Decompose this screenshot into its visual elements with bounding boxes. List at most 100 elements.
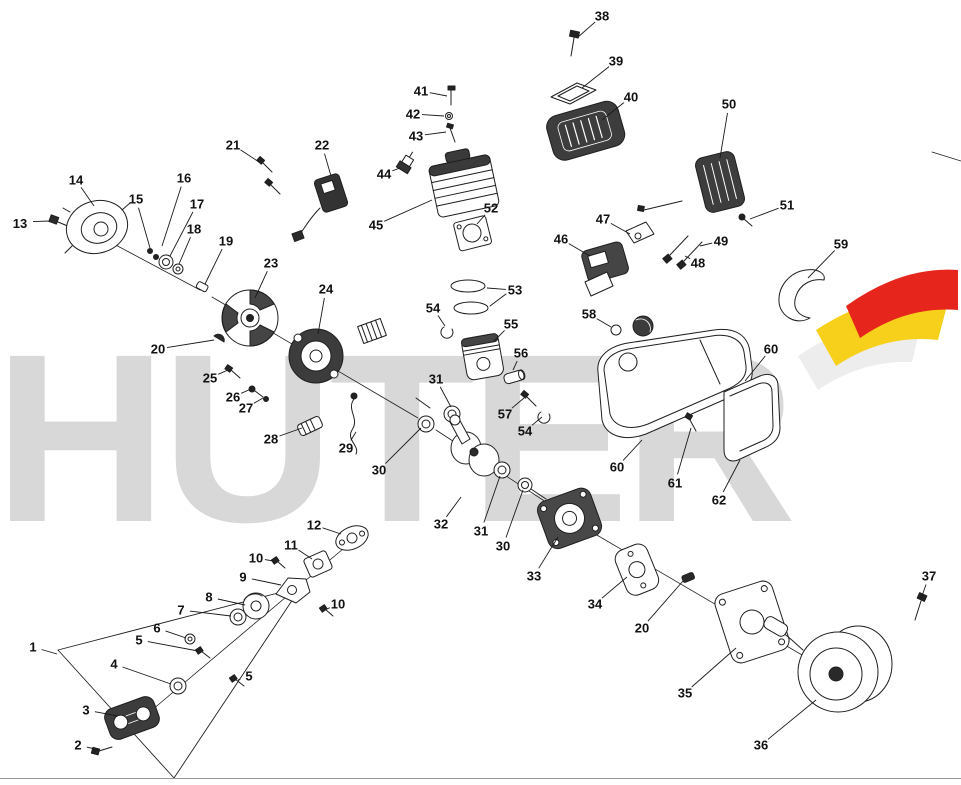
leader-line-60 (622, 439, 643, 461)
plate-35-art (714, 580, 790, 664)
leader-line-31 (439, 386, 452, 408)
flag-ribbon-red (846, 269, 958, 338)
leader-line-25 (218, 369, 229, 375)
finned-pad-art (357, 317, 387, 345)
muffler-cover-40-art (546, 100, 626, 161)
key-20b-art (681, 572, 695, 583)
leader-line-40 (601, 102, 625, 121)
stator-24-art (288, 328, 344, 384)
leader-line-58 (596, 318, 612, 328)
fuel-tank-60-art (597, 328, 753, 438)
leader-line-42 (421, 114, 445, 117)
hardware-41-43-art (445, 85, 456, 143)
part-label-20: 20 (151, 342, 165, 357)
cylinder-45-art (428, 148, 500, 218)
part-label-38: 38 (595, 9, 609, 24)
leader-line-2 (86, 746, 96, 750)
leader-line-3 (94, 711, 119, 717)
leader-line-11 (298, 549, 313, 560)
leader-line-43 (424, 131, 447, 136)
part-label-60: 60 (764, 342, 778, 357)
screws-21-art (256, 156, 281, 195)
leader-line-23 (254, 271, 268, 299)
leader-line-9 (251, 578, 282, 586)
cover-62-art (723, 373, 781, 462)
hardware-5-12-art (184, 525, 369, 687)
part-label-7: 7 (177, 603, 184, 618)
part-label-42: 42 (406, 107, 420, 122)
leader-line-49 (699, 242, 713, 247)
part-label-17: 17 (190, 197, 204, 212)
leader-line-8 (217, 598, 246, 606)
part-label-44: 44 (377, 167, 392, 182)
bolt-51-art (738, 213, 753, 227)
brand-flag-logo (798, 269, 958, 390)
leader-line-19 (204, 248, 223, 285)
leader-line-62 (722, 459, 741, 493)
leader-line-45 (384, 199, 433, 222)
leader-line-6 (165, 630, 187, 639)
piston-rings-53-art (450, 279, 507, 315)
bolt-37-art (914, 592, 928, 621)
bottom-border (0, 778, 961, 779)
part-label-40: 40 (624, 90, 638, 105)
leader-line-4 (122, 666, 172, 685)
leader-line-52 (476, 214, 486, 225)
part-label-49: 49 (714, 234, 728, 249)
part-label-54: 54 (426, 301, 441, 316)
part-label-1: 1 (29, 640, 36, 655)
part-label-5: 5 (135, 633, 142, 648)
leader-line-18 (178, 237, 191, 265)
leader-line-53 (486, 287, 507, 290)
leader-line-41 (429, 92, 448, 97)
part-label-2: 2 (74, 738, 81, 753)
clip-54a-art (440, 326, 454, 339)
part-label-56: 56 (514, 346, 528, 361)
part-label-20: 20 (635, 621, 649, 636)
leader-line-14 (80, 187, 95, 207)
key-20-art (213, 333, 225, 343)
part-label-14: 14 (69, 173, 84, 188)
part-label-37: 37 (922, 569, 936, 584)
part-label-30: 30 (496, 539, 510, 554)
leader-line-10 (326, 607, 330, 610)
part-label-8: 8 (205, 590, 212, 605)
leader-line-29 (350, 431, 357, 441)
leader-line-35 (691, 647, 737, 688)
bolt-13-art (48, 214, 71, 228)
leader-line-48 (684, 255, 691, 260)
part-label-19: 19 (219, 234, 233, 249)
leader-line-38 (576, 21, 596, 39)
leader-line-10 (264, 559, 274, 562)
part-label-10: 10 (249, 551, 263, 566)
leader-line-7 (189, 610, 232, 617)
leader-line-27 (253, 397, 264, 404)
knob-58-art (610, 315, 654, 337)
leader-line-24 (317, 297, 325, 335)
wrist-pin-56-art (503, 369, 526, 385)
bolt-38-art (568, 29, 581, 57)
part-label-58: 58 (582, 307, 596, 322)
part-label-48: 48 (691, 256, 705, 271)
piston-55-art (460, 333, 504, 381)
leader-line-47 (610, 223, 631, 235)
part-label-23: 23 (264, 256, 278, 271)
part-label-26: 26 (226, 390, 240, 405)
part-label-60: 60 (610, 460, 624, 475)
part-label-43: 43 (409, 129, 423, 144)
flywheel-23-art (221, 289, 279, 347)
part-label-57: 57 (498, 407, 512, 422)
part-label-31: 31 (474, 524, 488, 539)
fan-housing-14-art (62, 199, 131, 255)
part-label-36: 36 (754, 738, 768, 753)
screw-61-art (684, 412, 697, 432)
leader-line-20 (166, 339, 215, 349)
part-label-62: 62 (712, 493, 726, 508)
leader-line-50 (719, 112, 728, 159)
gasket-39-art (550, 82, 597, 105)
clip-28-art (297, 415, 323, 437)
crankshaft-30-31-32-art (415, 397, 547, 500)
